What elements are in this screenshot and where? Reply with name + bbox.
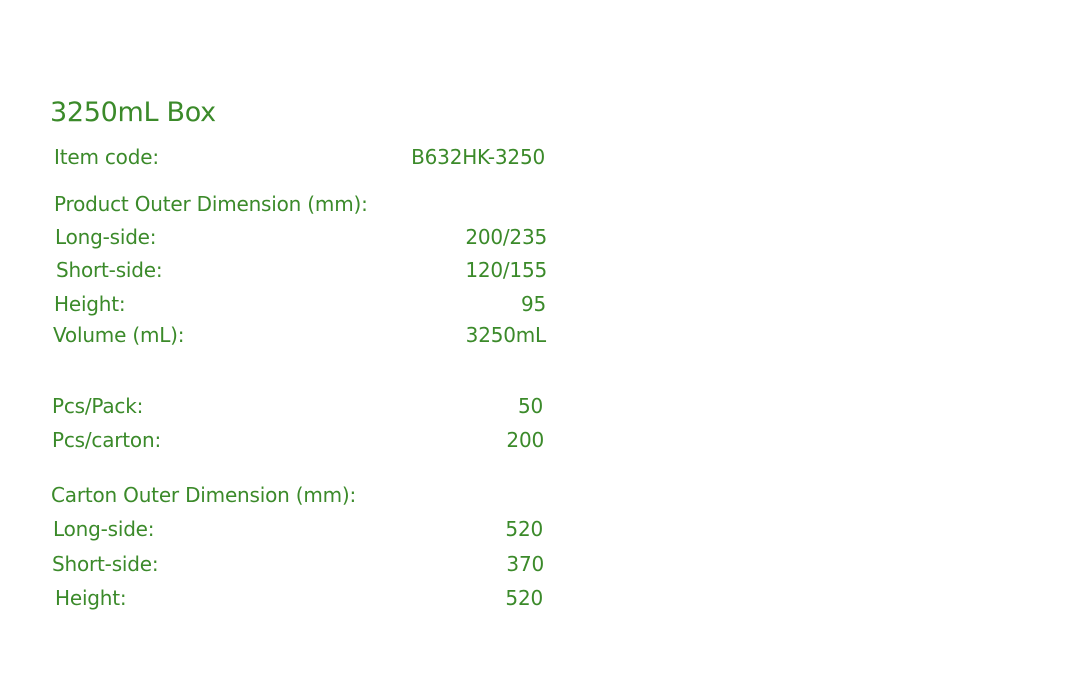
product-height-label: Height: [54, 292, 126, 316]
product-volume-value: 3250mL [465, 323, 547, 347]
item-code-value: B632HK-3250 [411, 145, 545, 169]
product-long-side-row: Long-side: 200/235 [55, 223, 547, 251]
product-height-value: 95 [520, 292, 546, 316]
pcs-pack-row: Pcs/Pack: 50 [52, 392, 543, 420]
carton-long-side-value: 520 [505, 517, 543, 541]
item-code-row: Item code: B632HK-3250 [54, 143, 545, 171]
pcs-pack-value: 50 [517, 394, 543, 418]
product-short-side-label: Short-side: [56, 258, 163, 282]
pcs-carton-label: Pcs/carton: [52, 428, 161, 452]
page-title: 3250mL Box [50, 97, 216, 128]
pcs-pack-label: Pcs/Pack: [52, 394, 144, 418]
item-code-label: Item code: [54, 145, 159, 169]
product-height-row: Height: 95 [54, 290, 546, 318]
carton-height-label: Height: [55, 586, 127, 610]
product-dimension-heading: Product Outer Dimension (mm): [54, 192, 368, 216]
carton-short-side-value: 370 [506, 552, 544, 576]
product-long-side-label: Long-side: [55, 225, 157, 249]
carton-height-row: Height: 520 [55, 584, 543, 612]
carton-dimension-heading: Carton Outer Dimension (mm): [51, 483, 357, 507]
carton-short-side-row: Short-side: 370 [52, 550, 544, 578]
pcs-carton-value: 200 [506, 428, 544, 452]
pcs-carton-row: Pcs/carton: 200 [52, 426, 544, 454]
product-volume-label: Volume (mL): [53, 323, 185, 347]
product-short-side-value: 120/155 [465, 258, 547, 282]
carton-long-side-label: Long-side: [53, 517, 155, 541]
product-volume-row: Volume (mL): 3250mL [53, 321, 546, 349]
product-short-side-row: Short-side: 120/155 [56, 256, 547, 284]
carton-height-value: 520 [505, 586, 543, 610]
product-long-side-value: 200/235 [465, 225, 547, 249]
carton-long-side-row: Long-side: 520 [53, 515, 543, 543]
carton-short-side-label: Short-side: [52, 552, 159, 576]
